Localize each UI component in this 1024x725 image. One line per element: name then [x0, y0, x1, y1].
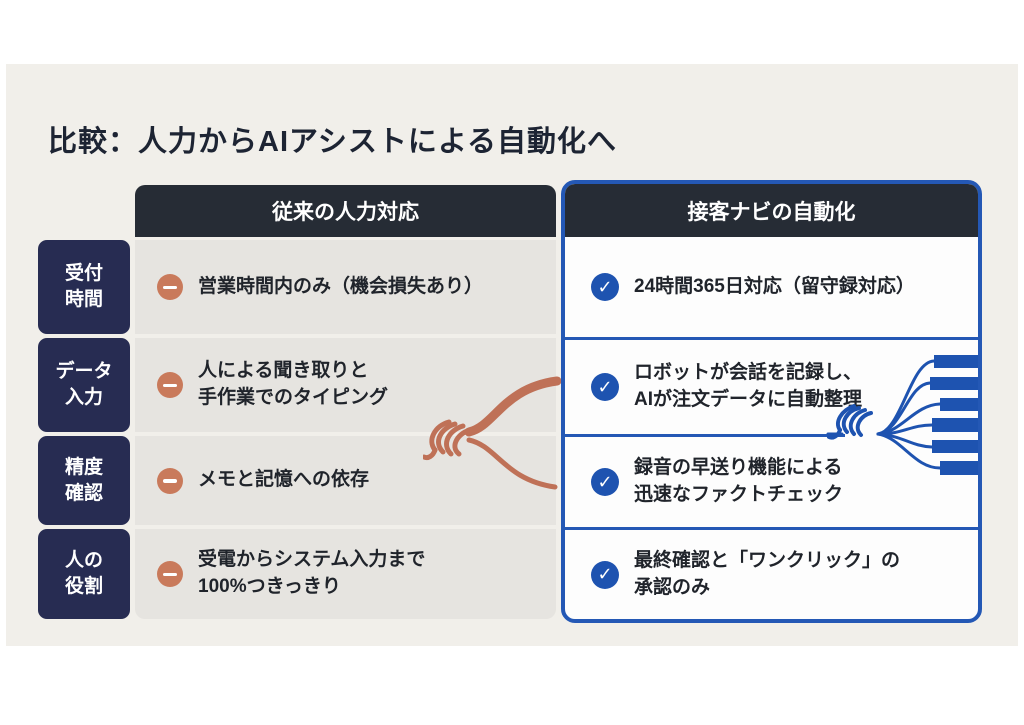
row-label-reception-hours: 受付 時間 [38, 240, 130, 334]
cell-text: メモと記憶への依存 [198, 469, 370, 491]
column-header-human: 従来の人力対応 [135, 185, 556, 237]
minus-icon [157, 372, 183, 398]
cell-auto-accuracy-check: ✓ 録音の早送り機能による 迅速なファクトチェック [565, 437, 978, 527]
row-divider [565, 337, 978, 340]
cell-human-reception-hours: 営業時間内のみ（機会損失あり） [135, 240, 556, 334]
check-icon: ✓ [591, 373, 619, 401]
check-icon: ✓ [591, 560, 619, 589]
cell-human-accuracy-check: メモと記憶への依存 [135, 436, 556, 525]
cell-text: 人による聞き取りと 手作業でのタイピング [198, 360, 389, 408]
cell-human-role: 受電からシステム入力まで 100%つきっきり [135, 529, 556, 619]
row-divider [565, 527, 978, 530]
page-title: 比較：人力からAIアシストによる自動化へ [48, 126, 617, 158]
row-label-accuracy-check: 精度 確認 [38, 436, 130, 525]
cell-auto-human-role: ✓ 最終確認と「ワンクリック」の 承認のみ [565, 530, 978, 619]
cell-auto-reception-hours: ✓ 24時間365日対応（留守録対応） [565, 237, 978, 337]
cell-text: 24時間365日対応（留守録対応） [634, 275, 915, 297]
cell-text: 最終確認と「ワンクリック」の 承認のみ [634, 549, 901, 598]
minus-icon [157, 467, 183, 494]
row-label-human-role: 人の 役割 [38, 529, 130, 619]
row-label-data-entry: データ 入力 [38, 338, 130, 432]
cell-human-data-entry: 人による聞き取りと 手作業でのタイピング [135, 338, 556, 432]
row-divider [565, 434, 845, 437]
cell-text: 営業時間内のみ（機会損失あり） [198, 275, 484, 297]
minus-icon [157, 561, 183, 587]
minus-icon [157, 274, 183, 300]
column-header-auto: 接客ナビの自動化 [565, 184, 978, 237]
cell-text: 受電からシステム入力まで 100%つきっきり [198, 549, 426, 597]
cell-auto-data-entry: ✓ ロボットが会話を記録し、 AIが注文データに自動整理 [565, 340, 978, 434]
check-icon: ✓ [591, 273, 619, 301]
cell-text: ロボットが会話を記録し、 AIが注文データに自動整理 [634, 362, 863, 410]
automation-panel: 接客ナビの自動化 ✓ 24時間365日対応（留守録対応） ✓ ロボットが会話を記… [561, 180, 982, 623]
check-icon: ✓ [591, 468, 619, 496]
cell-text: 録音の早送り機能による 迅速なファクトチェック [634, 457, 844, 505]
